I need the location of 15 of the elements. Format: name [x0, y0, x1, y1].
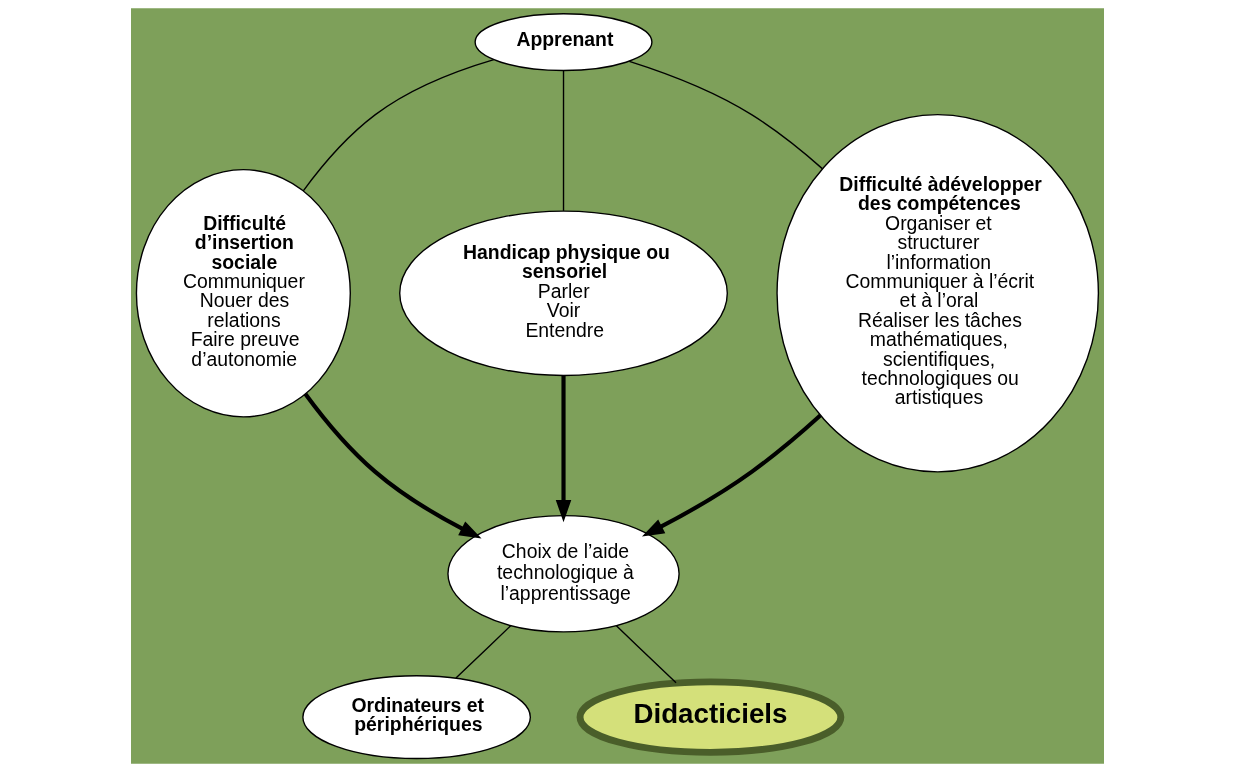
node-ellipse: Apprenant [473, 13, 653, 72]
connector [628, 60, 823, 170]
arrow [303, 392, 481, 539]
node-ellipse: Difficulté d’insertion sociale Communiquer Nouer des relations Faire preuve d’autonomie [135, 168, 351, 418]
node-ellipse: Difficulté àdévelopper des compétences Organiser et structurer l’information Communiquer à l’écrit et à l’oral Réaliser les tâches mathématiques, scientifiques, technologiques ou artistiques [775, 113, 1099, 473]
connector [614, 624, 677, 684]
node-ellipse: Ordinateurs et périphériques [301, 675, 531, 760]
arrow [641, 413, 822, 537]
connector [454, 624, 512, 679]
connector [302, 58, 495, 192]
arrow [555, 375, 571, 523]
node-ellipse: Handicap physique ou sensoriel Parler Voir Entendre [398, 210, 728, 377]
node-ellipse: Choix de l’aide technologique à l’apprentissage [446, 514, 680, 633]
connector [562, 69, 564, 212]
node-ellipse: Didacticiels [576, 678, 844, 756]
